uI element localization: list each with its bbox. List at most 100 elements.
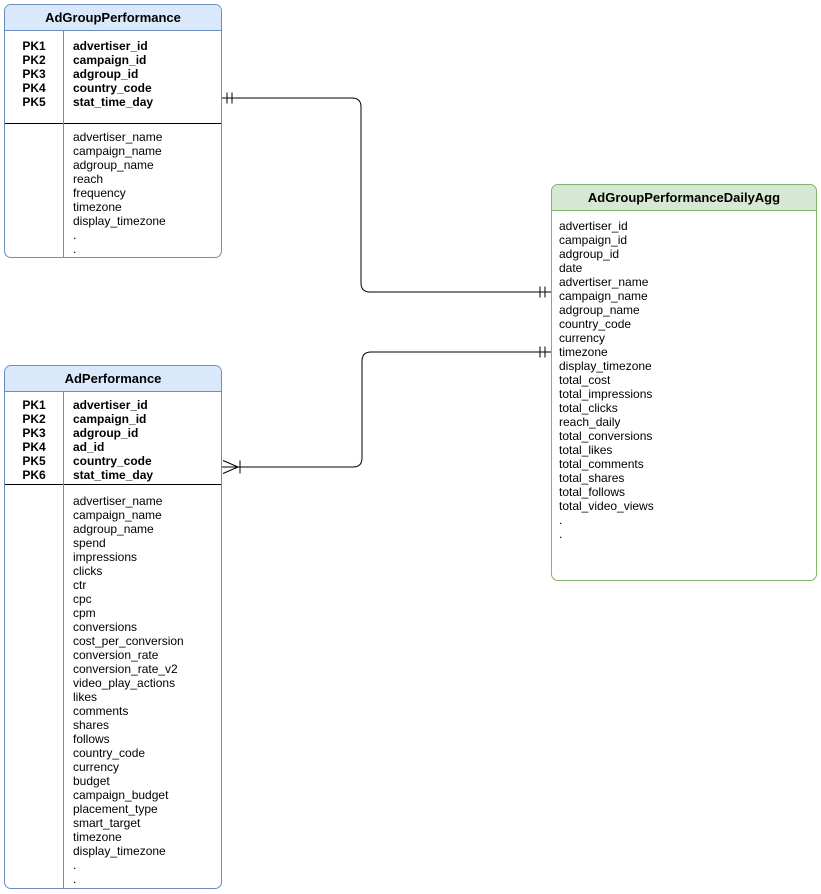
field-row: total_cost [552,373,816,387]
field-name: campaign_name [73,144,162,158]
field-row: budget [5,774,221,788]
field-name: total_likes [559,443,613,457]
entity-title[interactable]: AdGroupPerformanceDailyAgg [552,185,816,211]
cardinality-one-and-only-one-icon [539,286,546,298]
field-name: . [73,228,77,242]
field-name: adgroup_id [559,247,620,261]
key-column-divider [63,31,64,257]
field-row: cpc [5,592,221,606]
pk-label: PK5 [22,95,46,109]
field-name: . [73,242,77,256]
field-row: timezone [552,345,816,359]
field-row: smart_target [5,816,221,830]
field-name: . [559,513,563,527]
pk-label-empty [5,648,63,662]
field-name: display_timezone [73,214,166,228]
field-name: advertiser_name [559,275,649,289]
connector-line[interactable] [238,351,551,468]
pk-label-empty [5,788,63,802]
pk-label-empty [5,592,63,606]
field-name: timezone [73,830,122,844]
field-name: advertiser_name [73,494,163,508]
field-row: total_likes [552,443,816,457]
pk-label-empty [5,200,63,214]
pk-label-empty [5,172,63,186]
field-name: campaign_id [559,233,628,247]
pk-label: PK1 [22,39,46,53]
field-name: video_play_actions [73,676,176,690]
field-row: likes [5,690,221,704]
connector-adgroupperformance-dailyagg[interactable] [222,92,551,298]
field-row: date [552,261,816,275]
field-row: reach [5,172,221,186]
entity-title[interactable]: AdPerformance [5,366,221,392]
field-name: total_comments [559,457,644,471]
pk-label: PK6 [22,468,46,482]
entity-table-adgroupperformancedailyagg[interactable]: AdGroupPerformanceDailyAgg advertiser_id… [551,184,817,581]
field-name: . [559,527,563,541]
entity-title[interactable]: AdGroupPerformance [5,5,221,31]
pk-field-name: ad_id [73,440,105,454]
pk-label-empty [5,662,63,676]
pk-field-name: adgroup_id [73,426,139,440]
key-column-divider [63,392,64,888]
pk-label-empty [5,774,63,788]
pk-label-empty [5,144,63,158]
pk-label-empty [5,816,63,830]
field-row: cost_per_conversion [5,634,221,648]
field-name: conversion_rate [73,648,159,662]
pk-label: PK2 [22,53,46,67]
field-row: display_timezone [5,844,221,858]
field-row: . [552,513,816,527]
field-row: advertiser_name [552,275,816,289]
field-name: cpc [73,592,92,606]
field-name: advertiser_name [73,130,163,144]
field-name: campaign_budget [73,788,169,802]
pk-label-empty [5,228,63,242]
field-row: cpm [5,606,221,620]
field-row: frequency [5,186,221,200]
field-name: spend [73,536,106,550]
field-row: campaign_name [5,144,221,158]
pk-label-empty [5,802,63,816]
pk-label: PK4 [22,81,46,95]
field-name: total_conversions [559,429,653,443]
field-row: advertiser_id [552,219,816,233]
field-row: advertiser_name [5,494,221,508]
pk-label-empty [5,690,63,704]
connector-adperformance-dailyagg[interactable] [222,346,551,474]
pk-field-name: campaign_id [73,53,147,67]
field-row: total_impressions [552,387,816,401]
field-row: adgroup_name [552,303,816,317]
field-name: smart_target [73,816,141,830]
field-row: spend [5,536,221,550]
field-row: total_comments [552,457,816,471]
pk-label-empty [5,676,63,690]
field-row: currency [5,760,221,774]
field-row: . [552,527,816,541]
pk-label-empty [5,830,63,844]
cardinality-one-and-only-one-icon [539,346,546,358]
connector-line[interactable] [222,97,551,293]
field-row: . [5,872,221,886]
pk-label-empty [5,858,63,872]
field-row: placement_type [5,802,221,816]
field-name: total_impressions [559,387,653,401]
pk-label-empty [5,130,63,144]
field-name: total_follows [559,485,626,499]
field-name: ctr [73,578,87,592]
pk-label: PK1 [22,398,46,412]
field-name: timezone [559,345,608,359]
field-name: . [73,872,77,886]
field-name: date [559,261,583,275]
pk-label-empty [5,634,63,648]
pk-label-empty [5,550,63,564]
pk-label-empty [5,536,63,550]
field-name: currency [73,760,120,774]
